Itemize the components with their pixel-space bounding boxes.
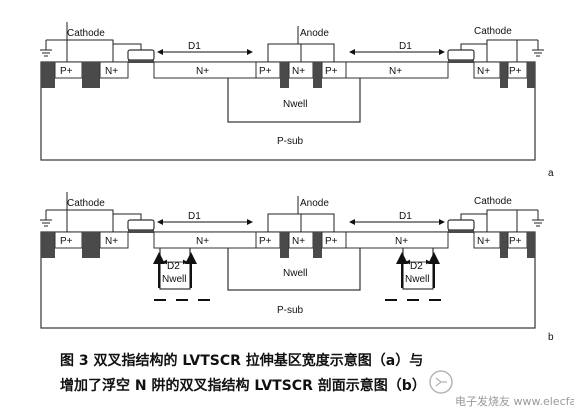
right-current-path <box>385 252 441 301</box>
left-current-path <box>153 252 210 301</box>
watermark: 电子发烧友 www.elecfans.com <box>429 370 574 408</box>
right-shallow-trench <box>527 62 535 88</box>
left-gate-b <box>127 219 155 231</box>
left-p-plus-label-b: P+ <box>60 236 73 247</box>
anode-p-plus-right-label-b: P+ <box>325 236 338 247</box>
left-d2-label: D2 <box>167 261 180 272</box>
left-d1-label-b: D1 <box>188 211 201 222</box>
anode-isolation-right-b <box>313 232 322 258</box>
anode-isolation-left <box>280 62 289 88</box>
left-isolation <box>82 62 100 88</box>
caption-line-1: 图 3 双叉指结构的 LVTSCR 拉伸基区宽度示意图（a）与 <box>60 352 423 369</box>
left-cathode-wiring-b <box>40 192 142 232</box>
right-cathode-label-b: Cathode <box>474 196 512 207</box>
left-n-plus-cathode-b <box>99 231 129 249</box>
anode-wiring <box>267 26 335 62</box>
anode-p-plus-right-label: P+ <box>325 66 338 77</box>
p-sub-label: P-sub <box>277 136 304 147</box>
left-shallow-trench-b <box>41 232 55 258</box>
nwell-label-b: Nwell <box>283 268 307 279</box>
right-cathode-wiring <box>460 39 544 62</box>
right-d1-label: D1 <box>399 41 412 52</box>
right-shallow-trench-b <box>527 232 535 258</box>
left-cathode-label-b: Cathode <box>67 198 105 209</box>
anode-wiring-b <box>267 196 335 232</box>
nwell-region <box>227 76 361 123</box>
right-n-plus-drift <box>345 61 449 79</box>
left-cathode-wiring <box>40 22 142 62</box>
anode-n-plus-label-b: N+ <box>292 236 305 247</box>
anode-isolation-left-b <box>280 232 289 258</box>
caption-line-2: 增加了浮空 N 阱的双叉指结构 LVTSCR 剖面示意图（b） <box>60 377 426 394</box>
left-n-plus-cathode <box>99 61 129 79</box>
nwell-label: Nwell <box>283 99 307 110</box>
right-n-plus-cathode-label: N+ <box>477 66 490 77</box>
watermark-logo-icon <box>429 370 453 394</box>
left-floating-nwell-label: Nwell <box>162 274 186 285</box>
right-cathode-wiring-b <box>460 209 544 232</box>
panel-a: Nwell P-sub P+ N+ N+ P+ N+ P+ N+ N+ P+ <box>40 22 554 179</box>
right-n-plus-drift-b <box>345 231 449 249</box>
right-isolation-b <box>500 232 508 258</box>
panel-a-label: a <box>548 168 554 179</box>
left-n-plus-cathode-label: N+ <box>105 66 118 77</box>
left-n-plus-drift-label-b: N+ <box>196 236 209 247</box>
left-isolation-b <box>82 232 100 258</box>
right-n-plus-drift-label: N+ <box>389 66 402 77</box>
left-p-plus-label: P+ <box>60 66 73 77</box>
panel-b: Nwell P-sub D2 Nwell D2 Nwell P+ <box>40 192 554 343</box>
right-p-plus-label: P+ <box>509 66 522 77</box>
anode-p-plus-left-label: P+ <box>259 66 272 77</box>
left-cathode-label: Cathode <box>67 28 105 39</box>
left-d1-label: D1 <box>188 41 201 52</box>
panel-b-label: b <box>548 332 554 343</box>
left-n-plus-cathode-label-b: N+ <box>105 236 118 247</box>
left-gate-oxide-b <box>128 230 154 233</box>
right-cathode-label: Cathode <box>474 26 512 37</box>
right-p-plus-label-b: P+ <box>509 236 522 247</box>
right-n-plus-cathode-label-b: N+ <box>477 236 490 247</box>
right-d2-label: D2 <box>410 261 423 272</box>
left-gate <box>127 49 155 61</box>
left-gate-oxide <box>128 60 154 63</box>
right-gate-oxide-b <box>448 230 474 233</box>
anode-n-plus-label: N+ <box>292 66 305 77</box>
right-gate <box>447 49 475 61</box>
watermark-text: 电子发烧友 www.elecfans.com <box>455 394 574 408</box>
right-gate-b <box>447 219 475 231</box>
right-d1-label-b: D1 <box>399 211 412 222</box>
p-sub-label-b: P-sub <box>277 305 304 316</box>
left-shallow-trench <box>41 62 55 88</box>
right-floating-nwell-label: Nwell <box>405 274 429 285</box>
anode-label: Anode <box>300 28 329 39</box>
anode-label-b: Anode <box>300 198 329 209</box>
anode-p-plus-left-label-b: P+ <box>259 236 272 247</box>
right-gate-oxide <box>448 60 474 63</box>
left-n-plus-drift-label: N+ <box>196 66 209 77</box>
right-isolation <box>500 62 508 88</box>
right-n-plus-drift-label-b: N+ <box>395 236 408 247</box>
anode-isolation-right <box>313 62 322 88</box>
